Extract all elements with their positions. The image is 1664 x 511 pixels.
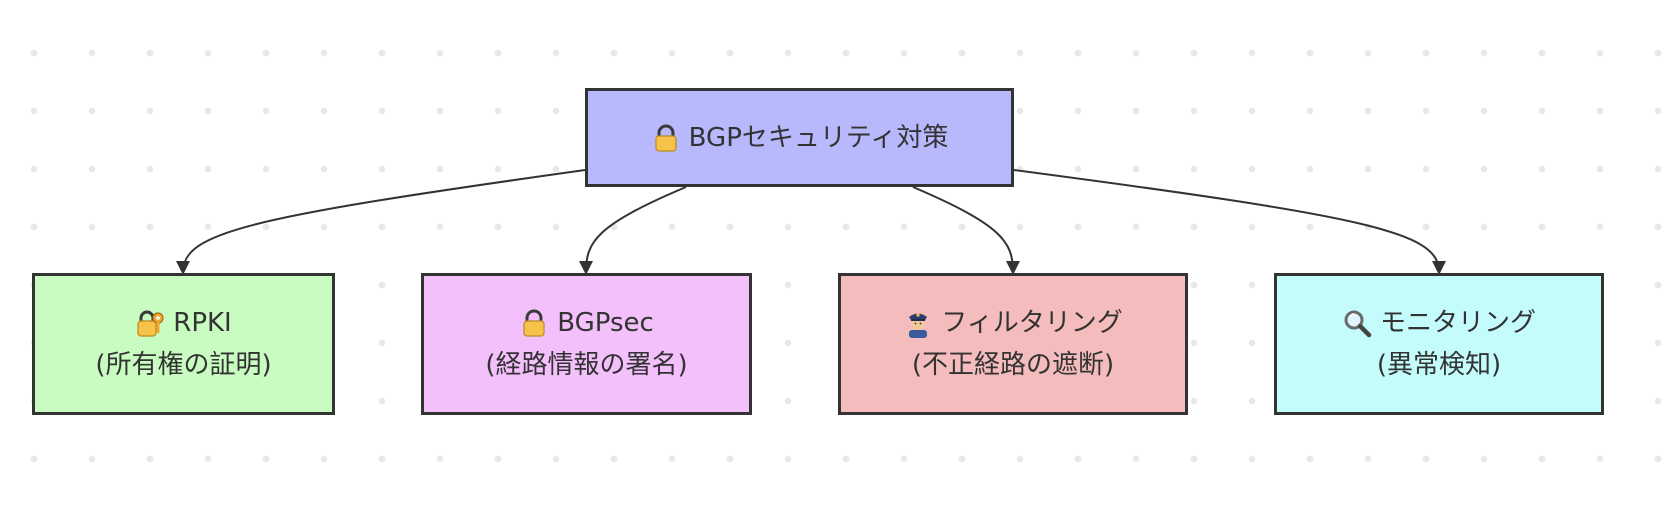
node-monitoring[interactable]: モニタリング (異常検知) xyxy=(1274,273,1604,415)
edge-root-to-rpki xyxy=(176,169,586,275)
magnifying-glass-icon xyxy=(1342,308,1372,338)
lock-icon xyxy=(519,308,549,338)
bgpsec-title-row: BGPsec xyxy=(519,302,654,344)
rpki-subtitle: (所有権の証明) xyxy=(95,350,272,380)
monitoring-title: モニタリング xyxy=(1379,308,1536,338)
bgpsec-subtitle: (経路情報の署名) xyxy=(485,350,688,380)
root-label: BGPセキュリティ対策 xyxy=(688,122,949,153)
edge-root-to-filter xyxy=(912,186,1020,275)
node-rpki[interactable]: RPKI (所有権の証明) xyxy=(32,273,335,415)
monitoring-title-row: モニタリング xyxy=(1342,302,1536,344)
filtering-title-row: フィルタリング xyxy=(903,302,1123,344)
node-filtering[interactable]: フィルタリング (不正経路の遮断) xyxy=(838,273,1188,415)
police-officer-icon xyxy=(903,308,933,338)
filtering-title: フィルタリング xyxy=(941,308,1123,338)
filtering-subtitle: (不正経路の遮断) xyxy=(911,350,1115,380)
lock-icon xyxy=(651,123,681,153)
rpki-title: RPKI xyxy=(173,308,232,338)
root-label-row: BGPセキュリティ対策 xyxy=(651,117,949,159)
node-bgpsec[interactable]: BGPsec (経路情報の署名) xyxy=(421,273,752,415)
edge-root-to-monitor xyxy=(1013,169,1446,275)
lock-with-key-icon xyxy=(135,308,165,338)
bgpsec-title: BGPsec xyxy=(557,308,654,338)
node-bgp-security-measures[interactable]: BGPセキュリティ対策 xyxy=(585,88,1014,187)
rpki-title-row: RPKI xyxy=(135,302,232,344)
monitoring-subtitle: (異常検知) xyxy=(1376,350,1502,380)
edge-root-to-bgpsec xyxy=(579,186,687,275)
